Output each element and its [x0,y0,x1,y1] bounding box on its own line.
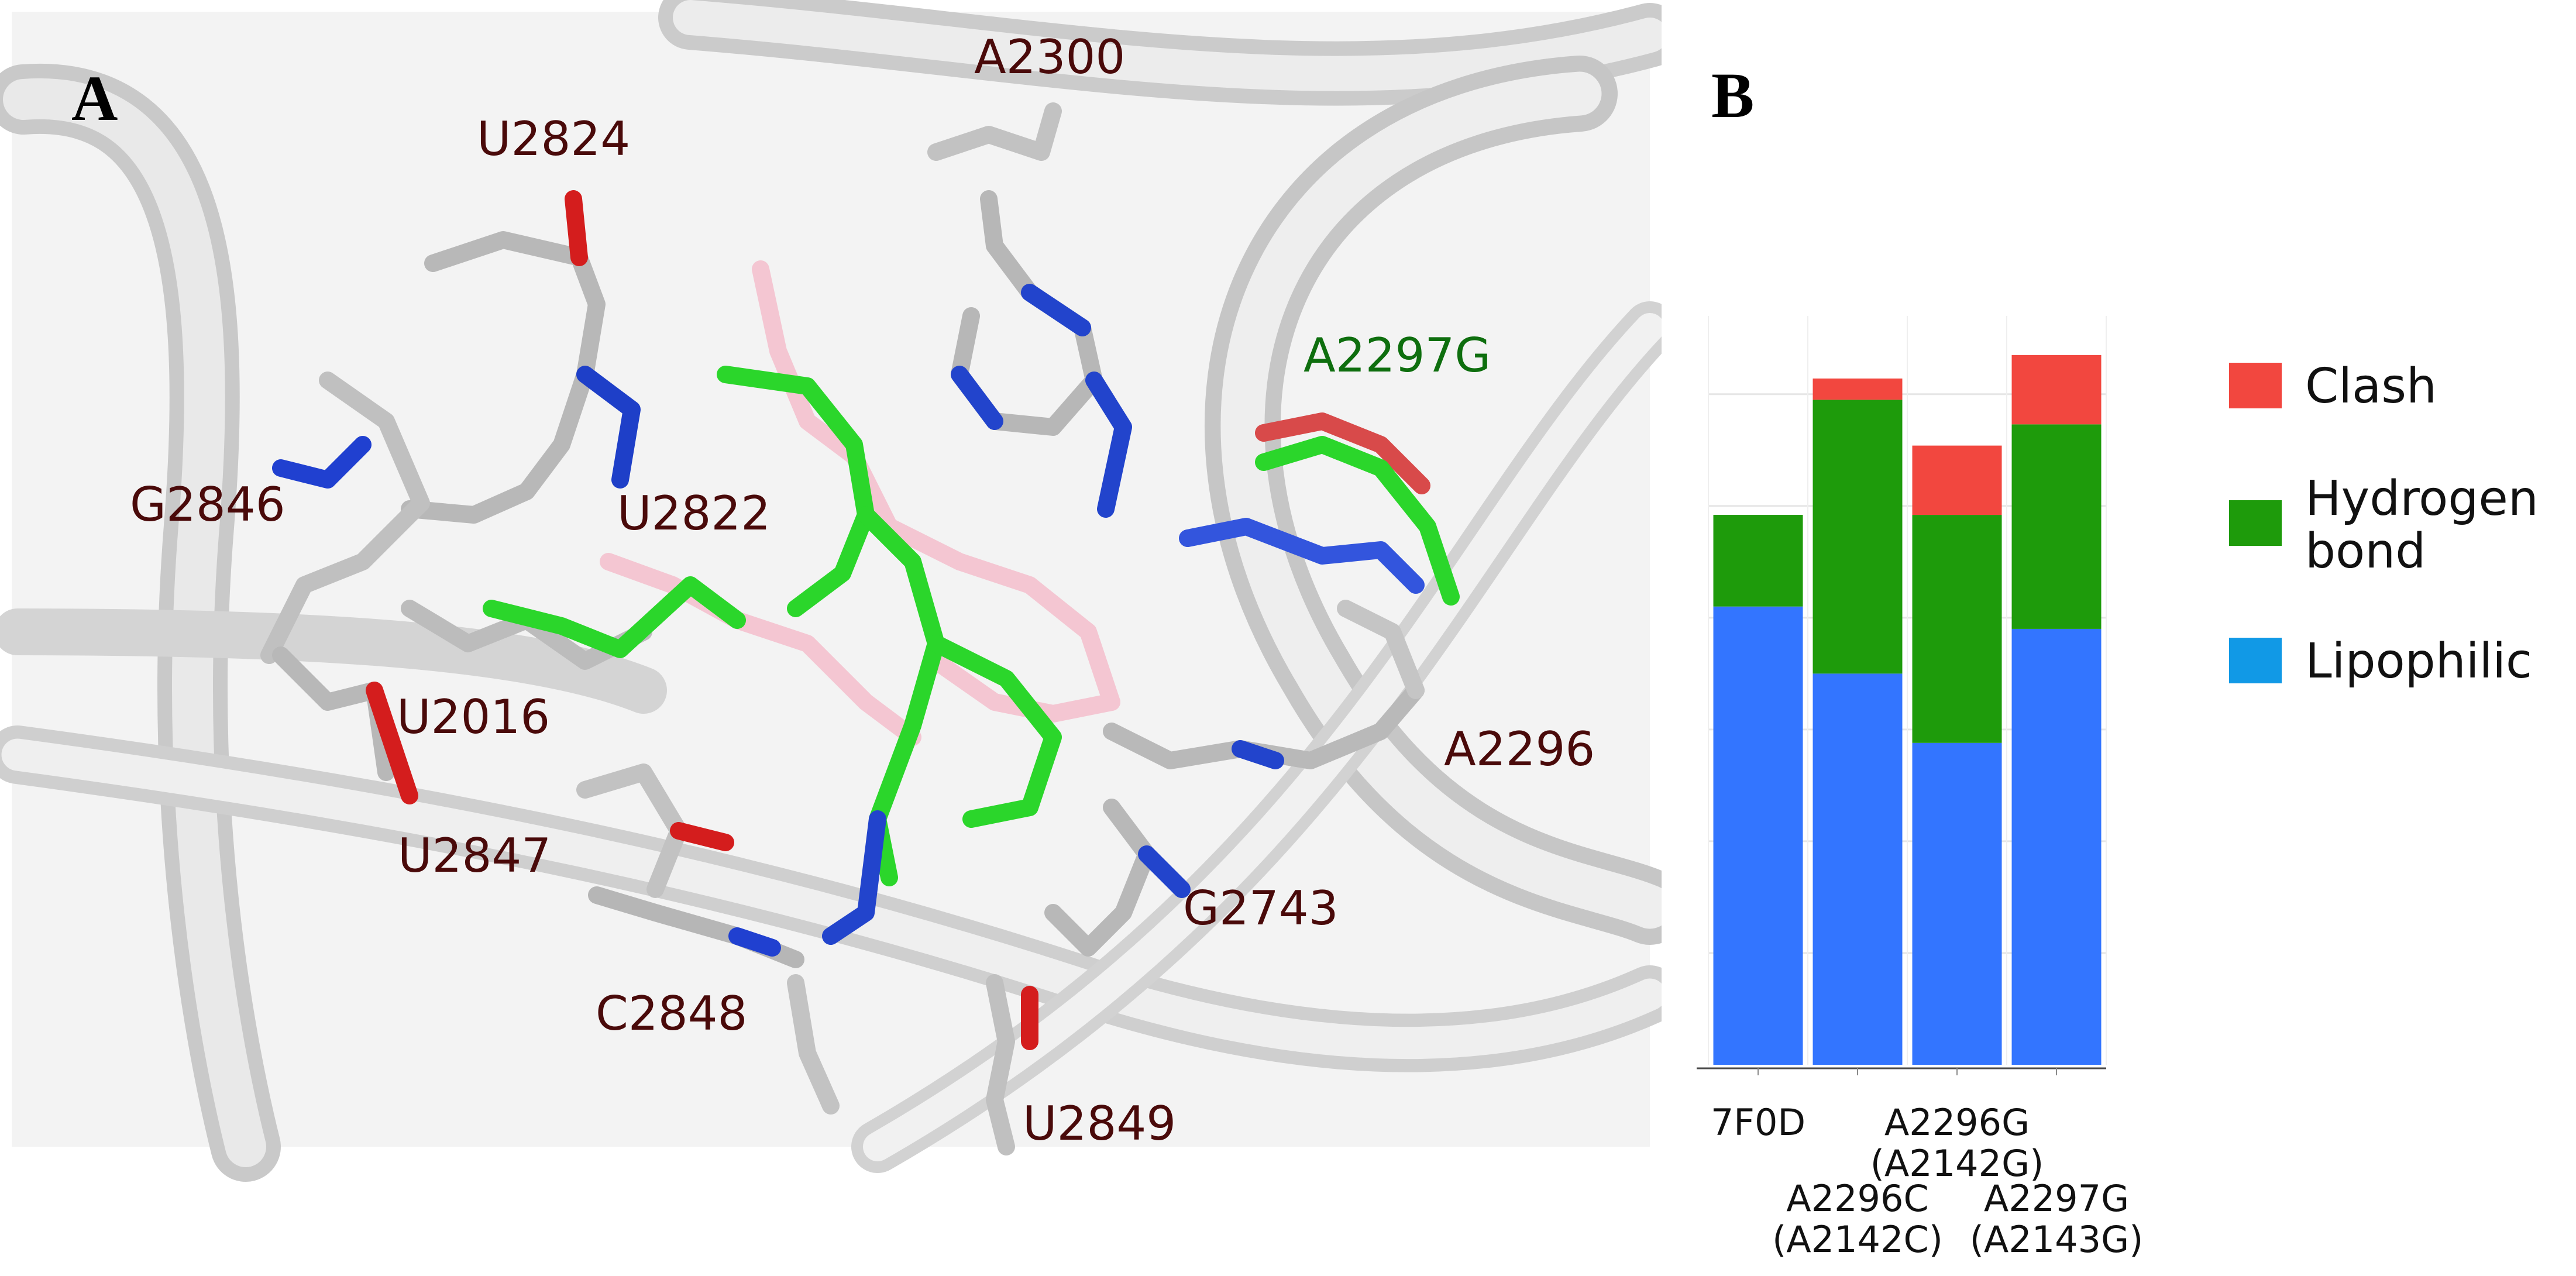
legend-label: Hydrogen [2305,471,2539,527]
x-tick-label: A2297G [1984,1177,2129,1220]
residue-label: A2296 [1444,722,1595,776]
legend-key [2229,500,2282,546]
bar-segment [1813,378,1903,400]
legend-key [2229,363,2282,408]
x-tick-label: (A2142C) [1772,1218,1943,1261]
x-tick-label: (A2143G) [1970,1218,2144,1261]
legend-label: Lipophilic [2305,634,2532,689]
residue-sticks [260,102,1460,1155]
legend-label: bond [2305,524,2426,579]
residue-label: G2743 [1183,881,1339,935]
bar-segment [2011,628,2102,1065]
residue-labels: A2300 U2824 A2297G G2846 U2822 U2016 A22… [130,30,1595,1151]
bars [1713,355,2102,1065]
x-tick-label: (A2142G) [1870,1142,2044,1185]
residue-label: U2849 [1023,1096,1176,1151]
panel-b-letter: B [1711,60,1754,131]
rna-ribbons [0,0,1662,1182]
x-tick-labels: 7F0D A2296C(A2142C) A2296G(A2142G)A2297G(A… [1711,1068,2143,1261]
residue-label: A2300 [974,30,1125,84]
residue-label: U2016 [397,690,550,744]
bar-segment [1912,445,2002,515]
bar-segment [1713,606,1803,1065]
residue-label-mutant: A2297G [1304,328,1491,383]
bar-segment [1713,515,1803,607]
residue-label: U2822 [617,486,771,541]
legend-key [2229,638,2282,683]
legend-label: Clash [2305,359,2437,414]
residue-label: U2824 [477,112,630,166]
bar-segment [2011,424,2102,629]
structure-view: A A2300 U2824 A2297G G2846 U2822 U2016 A… [0,0,1662,1182]
x-tick-label: 7F0D [1711,1101,1805,1144]
x-tick-label: A2296G [1884,1101,2030,1144]
x-tick-label: A2296C [1786,1177,1929,1220]
bar-segment [1912,742,2002,1065]
bar-segment [1912,515,2002,743]
panel-a-letter: A [71,63,118,134]
residue-label: U2847 [398,828,551,883]
interaction-chart: B 7F0D A2296C(A2142C) A2296G(A2142G)A2297G… [1697,60,2539,1261]
residue-label: C2848 [596,986,747,1041]
residue-label: G2846 [130,477,286,532]
bar-segment [1813,673,1903,1065]
bar-segment [1813,400,1903,674]
bar-segment [2011,355,2102,425]
